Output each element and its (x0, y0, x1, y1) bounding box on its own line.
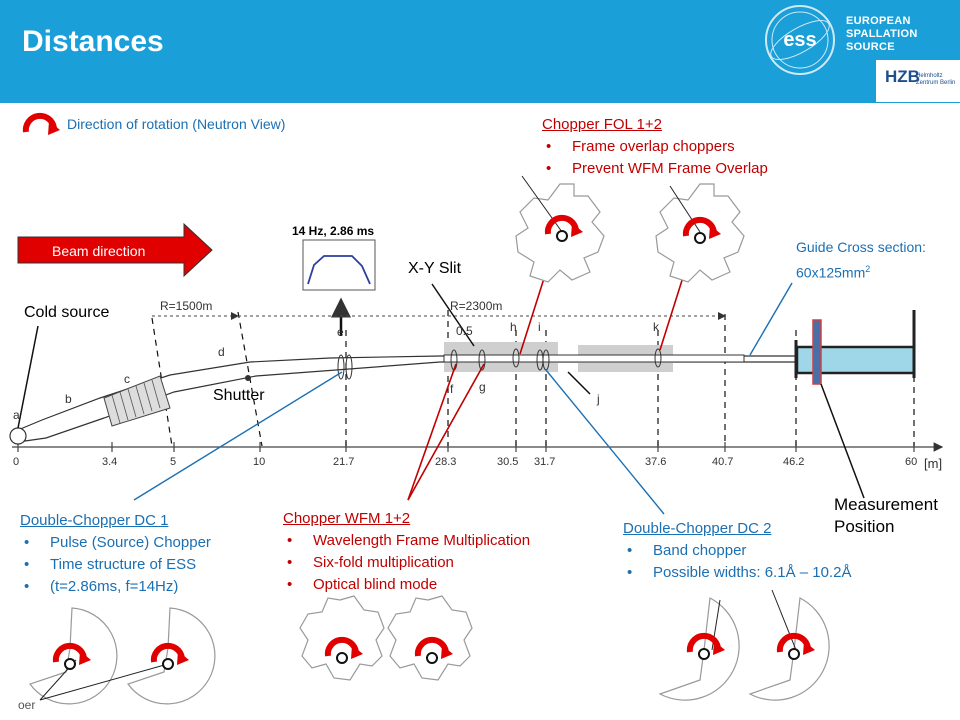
component-letter: e (337, 325, 344, 339)
component-letter: b (65, 392, 72, 406)
shutter-label: Shutter (213, 387, 265, 404)
page-title: Distances (22, 25, 164, 58)
wfm-item: Wavelength Frame Multiplication (283, 530, 530, 552)
component-letter: k (653, 320, 659, 334)
dc2-item: Band chopper (623, 540, 851, 562)
axis-tick-label: 37.6 (645, 456, 667, 468)
fol-title: Chopper FOL 1+2 (542, 116, 662, 133)
axis-tick-label: 30.5 (497, 456, 519, 468)
wfm-block: Chopper WFM 1+2 Wavelength Frame Multipl… (283, 508, 530, 596)
dc2-block: Double-Chopper DC 2 Band chopperPossible… (623, 518, 851, 584)
component-letter: h (510, 320, 517, 334)
axis-tick-label: 40.7 (712, 456, 734, 468)
dc1-item: Time structure of ESS (20, 554, 211, 576)
axis-tick-label: 21.7 (333, 456, 355, 468)
ess-logo-icon: ess (765, 5, 835, 75)
component-letter: g (479, 380, 486, 394)
cold-source-marker (9, 427, 27, 445)
header-bar (0, 0, 960, 103)
fol-item: Prevent WFM Frame Overlap (542, 158, 768, 180)
axis-tick-label: 3.4 (102, 456, 118, 468)
fol-item: Frame overlap choppers (542, 136, 768, 158)
bunker-insert (103, 375, 171, 427)
beam-direction-label: Beam direction (52, 243, 146, 259)
dc2-title: Double-Chopper DC 2 (623, 520, 772, 537)
wfm-item: Optical blind mode (283, 574, 530, 596)
xy-slit-label: X-Y Slit (408, 260, 462, 277)
fol-block: Chopper FOL 1+2 Frame overlap choppersPr… (542, 114, 768, 180)
wfm-item: Six-fold multiplication (283, 552, 530, 574)
component-letter: i (538, 320, 541, 334)
rotation-legend-label: Direction of rotation (Neutron View) (67, 116, 286, 132)
dc2-item: Possible widths: 6.1Å – 10.2Å (623, 562, 851, 584)
axis-tick-label: 28.3 (435, 456, 457, 468)
rotation-direction-icons (52, 214, 815, 670)
cold-source-label: Cold source (24, 304, 110, 321)
shutter-marker (245, 375, 251, 381)
axis-tick-label: 46.2 (783, 456, 805, 468)
guide-cross-section-label: Guide Cross section:60x125mm2 (796, 239, 926, 281)
component-letter: d (218, 345, 225, 359)
hzb-logo (876, 60, 960, 102)
axis-tick-label: 31.7 (534, 456, 556, 468)
pulse-plot-label: 14 Hz, 2.86 ms (292, 224, 375, 238)
axis-unit-label: [m] (924, 456, 943, 471)
axis-tick-label: 5 (170, 456, 177, 468)
hzb-logo-text: HZB (885, 67, 920, 86)
component-letter: c (124, 372, 130, 386)
component-letter: f (450, 382, 454, 396)
rotation-arrow-icon (22, 112, 60, 135)
component-letter: a (13, 408, 20, 422)
beam-direction-arrow (17, 222, 213, 278)
gap-label: 0.5 (456, 324, 473, 338)
axis-tick-label: 60 (905, 456, 918, 468)
dc1-title: Double-Chopper DC 1 (20, 512, 169, 529)
measurement-plane (812, 319, 822, 385)
dc1-block: Double-Chopper DC 1 Pulse (Source) Chopp… (20, 510, 211, 598)
image-fragment-text: oer (18, 698, 36, 712)
axis-tick-label: 0 (13, 456, 20, 468)
pulse-trace (307, 255, 371, 285)
svg-text:ess: ess (783, 29, 816, 51)
dc1-item: (t=2.86ms, f=14Hz) (20, 576, 211, 598)
radius-label-2: R=2300m (450, 299, 503, 313)
radius-label-1: R=1500m (160, 299, 213, 313)
axis-tick-label: 10 (253, 456, 266, 468)
component-letter: j (597, 392, 600, 406)
dc1-item: Pulse (Source) Chopper (20, 532, 211, 554)
wfm-title: Chopper WFM 1+2 (283, 510, 411, 527)
